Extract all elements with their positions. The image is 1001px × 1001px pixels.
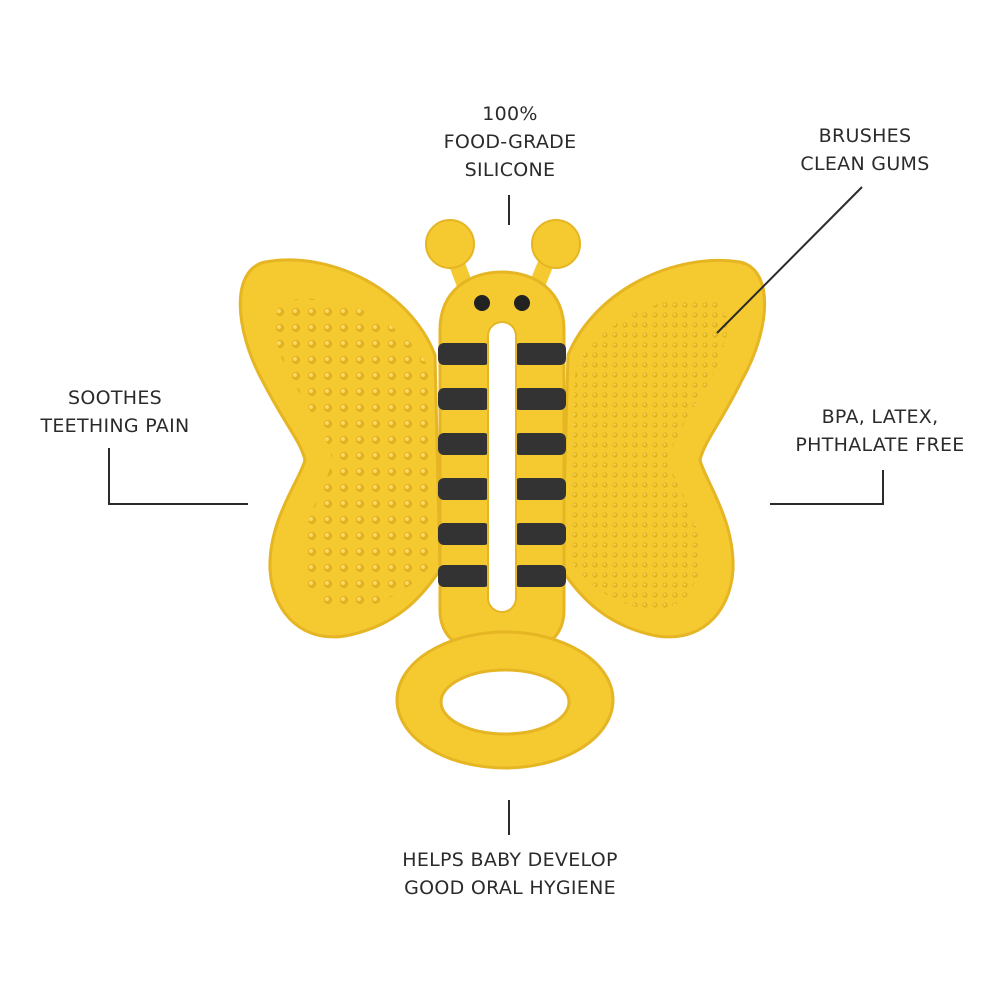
callout-brushes-clean-gums: BRUSHES CLEAN GUMS [770,122,960,178]
bee-body [438,270,566,657]
leader-line [108,448,110,505]
callout-food-grade-silicone: 100% FOOD-GRADE SILICONE [420,100,600,184]
callout-bpa-latex-phthalate-free: BPA, LATEX, PHTHALATE FREE [775,403,985,459]
callout-helps-oral-hygiene: HELPS BABY DEVELOP GOOD ORAL HYGIENE [360,846,660,902]
callout-line: FOOD-GRADE [443,131,577,153]
leader-line [770,503,884,505]
callout-line: CLEAN GUMS [800,153,930,175]
callout-line: BRUSHES [818,125,912,147]
callout-line: 100% [482,103,538,125]
callout-line: TEETHING PAIN [40,415,190,437]
callout-soothes-teething-pain: SOOTHES TEETHING PAIN [20,384,210,440]
callout-line: SILICONE [464,159,556,181]
callout-line: HELPS BABY DEVELOP [402,849,618,871]
callout-line: SOOTHES [67,387,163,409]
left-wing [238,258,442,639]
leader-line [108,503,248,505]
handle-ring [395,630,615,770]
leader-line [508,195,510,225]
leader-line [882,470,884,505]
callout-line: BPA, LATEX, [821,406,939,428]
callout-line: GOOD ORAL HYGIENE [404,877,616,899]
right-wing [560,259,767,639]
leader-line [508,800,510,835]
callout-line: PHTHALATE FREE [795,434,965,456]
